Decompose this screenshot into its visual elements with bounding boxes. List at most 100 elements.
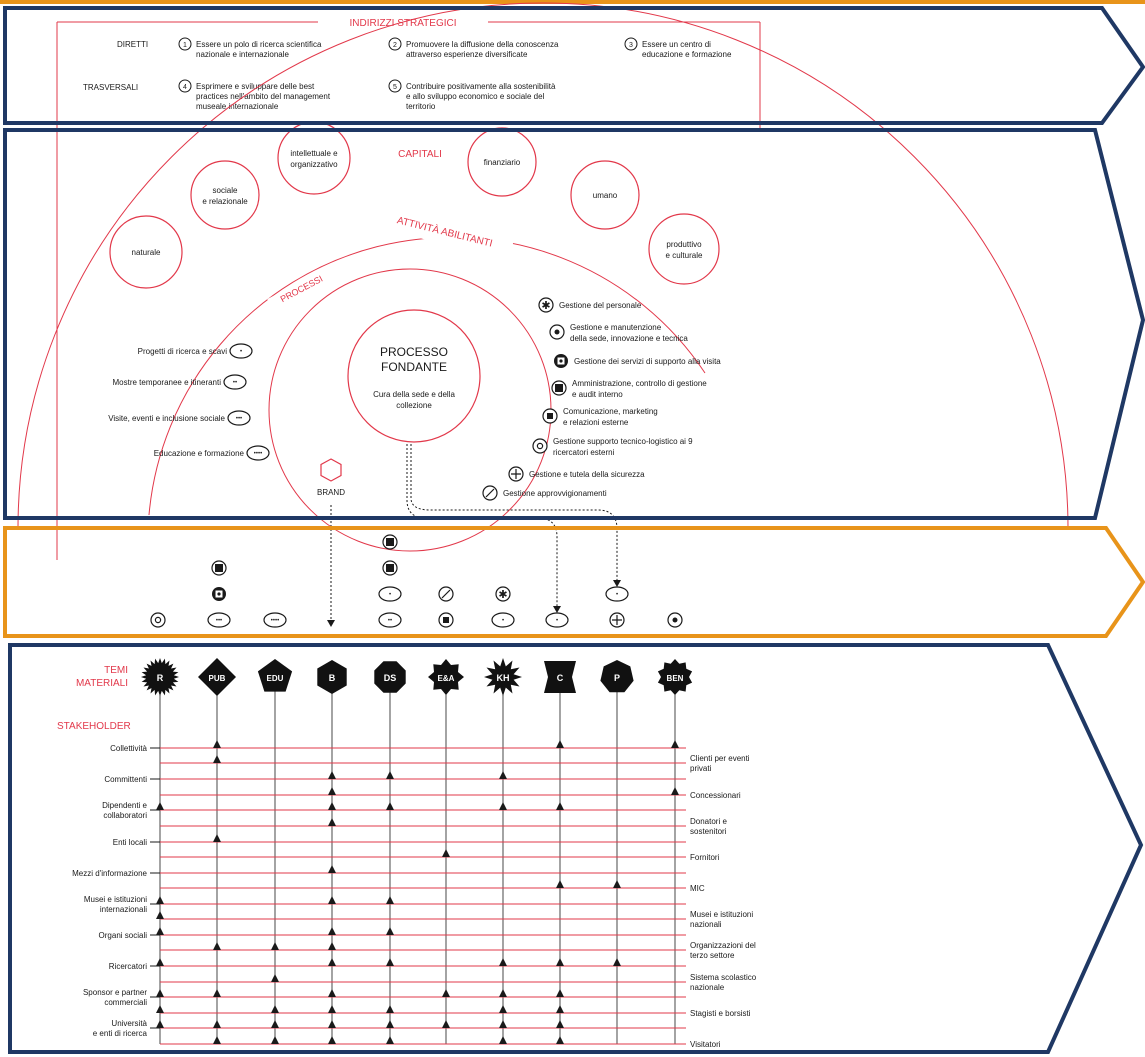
stakeholder-right-label: Stagisti e borsisti	[690, 1009, 751, 1018]
stakeholder-left-label: Collettività	[110, 744, 147, 753]
relevance-triangle-icon	[556, 958, 564, 966]
relevance-triangle-icon	[386, 1036, 394, 1044]
stakeholder-left-label: commerciali	[104, 998, 147, 1007]
strategic-item-text: Essere un polo di ricerca scientifica	[196, 40, 322, 49]
relevance-triangle-icon	[213, 1020, 221, 1028]
themes-title-line2: MATERIALI	[76, 678, 128, 689]
capital-circle-shape	[277, 121, 351, 195]
enabling-label: Gestione supporto tecnico-logistico ai 9	[553, 437, 693, 446]
relevance-triangle-icon	[499, 802, 507, 810]
relevance-triangle-icon	[213, 834, 221, 842]
stakeholder-right-label: Clienti per eventi	[690, 754, 750, 763]
square-glyph	[555, 384, 563, 392]
core-title: FONDANTE	[381, 360, 447, 374]
pill-glyph: •	[616, 592, 618, 598]
pill-glyph: •	[502, 618, 504, 624]
icon-ring	[150, 612, 166, 628]
enabling-label: Gestione e tutela della sicurezza	[529, 470, 645, 479]
enabling-label: Gestione e manutenzione	[570, 323, 662, 332]
relevance-triangle-icon	[499, 771, 507, 779]
material-theme-badge: E&A	[428, 659, 464, 695]
theme-badge-label: BEN	[667, 674, 684, 683]
process-list: Progetti di ricerca e scavi•Mostre tempo…	[108, 343, 270, 461]
relevance-triangle-icon	[442, 1020, 450, 1028]
relevance-triangle-icon	[328, 896, 336, 904]
process-item: Mostre temporanee e itineranti••	[113, 374, 247, 390]
process-label: Educazione e formazione	[154, 449, 245, 458]
strategic-item-text: Promuovere la diffusione della conoscenz…	[406, 40, 559, 49]
enabling-label: Gestione del personale	[559, 301, 642, 310]
stakeholder-right-label: sostenitori	[690, 827, 727, 836]
themes-title-line1: TEMI	[104, 665, 128, 676]
small-square-icon	[542, 408, 558, 424]
ring-glyph	[154, 616, 162, 624]
strategic-item-text: Contribuire positivamente alla sostenibi…	[406, 82, 556, 91]
material-theme-badge: BEN	[657, 659, 693, 695]
stakeholder-right-label: Musei e istituzioni	[690, 910, 753, 919]
strategic-item: 5 Contribuire positivamente alla sostenib…	[388, 79, 556, 111]
ring-glyph	[536, 442, 544, 450]
enabling-item: Gestione approvvigionamenti	[482, 485, 607, 501]
relevance-triangle-icon	[156, 1020, 164, 1028]
pill-glyph: ••	[388, 618, 392, 624]
target-square-icon	[212, 587, 226, 601]
strategic-item-text: practices nell'ambito del management	[196, 92, 331, 101]
stakeholder-right-label: nazionale	[690, 983, 725, 992]
filled-square-icon	[382, 560, 398, 576]
relevance-triangle-icon	[499, 1005, 507, 1013]
ring-icon	[532, 438, 548, 454]
stakeholder-right-label: terzo settore	[690, 951, 735, 960]
slash-glyph	[441, 589, 451, 599]
strategic-item-number: 5	[393, 84, 397, 91]
relevance-triangle-icon	[271, 1005, 279, 1013]
processes-label-bg	[267, 266, 335, 310]
stakeholder-left-label: Organi sociali	[99, 931, 148, 940]
theme-badge-label: DS	[384, 673, 397, 683]
capital-label: intellettuale e	[290, 149, 338, 158]
stakeholder-left-label: collaboratori	[103, 811, 147, 820]
pill-outline	[263, 612, 287, 628]
stakeholder-right-label: nazionali	[690, 920, 722, 929]
relevance-triangle-icon	[556, 740, 564, 748]
square-glyph	[547, 413, 553, 419]
filled-square-icon	[382, 534, 398, 550]
relevance-triangle-icon	[442, 989, 450, 997]
small-square-icon	[438, 612, 454, 628]
brand-arrow-icon	[327, 620, 335, 627]
relevance-triangle-icon	[386, 771, 394, 779]
theme-badge-label: E&A	[438, 674, 455, 683]
icon-ring	[538, 297, 554, 313]
relevance-triangle-icon	[613, 880, 621, 888]
strategic-item-text: Essere un centro di	[642, 40, 711, 49]
relevance-triangle-icon	[499, 1036, 507, 1044]
activity-icon-row: ••••••••••✱•••	[150, 534, 683, 628]
theme-badge-shape	[374, 661, 406, 693]
relevance-triangle-icon	[556, 1036, 564, 1044]
relevance-triangle-icon	[328, 942, 336, 950]
relevance-triangle-icon	[386, 927, 394, 935]
target-square-icon	[554, 354, 568, 368]
theme-badge-shape	[317, 660, 347, 694]
capital-label: naturale	[132, 248, 161, 257]
pill-outline	[223, 374, 247, 390]
theme-badge-label: B	[329, 673, 336, 683]
pill-glyph: •••	[216, 618, 222, 624]
dot-icon	[549, 324, 565, 340]
chevron-strategic	[3, 6, 1145, 125]
process-label: Mostre temporanee e itineranti	[113, 378, 222, 387]
relevance-triangle-icon	[386, 1020, 394, 1028]
stakeholder-right-label: Sistema scolastico	[690, 973, 757, 982]
material-theme-badge: EDU	[257, 659, 293, 692]
core-title: PROCESSO	[380, 345, 448, 359]
process-pill-icon: ••	[223, 374, 247, 390]
relevance-triangle-icon	[156, 911, 164, 919]
stakeholder-title: STAKEHOLDER	[57, 721, 131, 732]
